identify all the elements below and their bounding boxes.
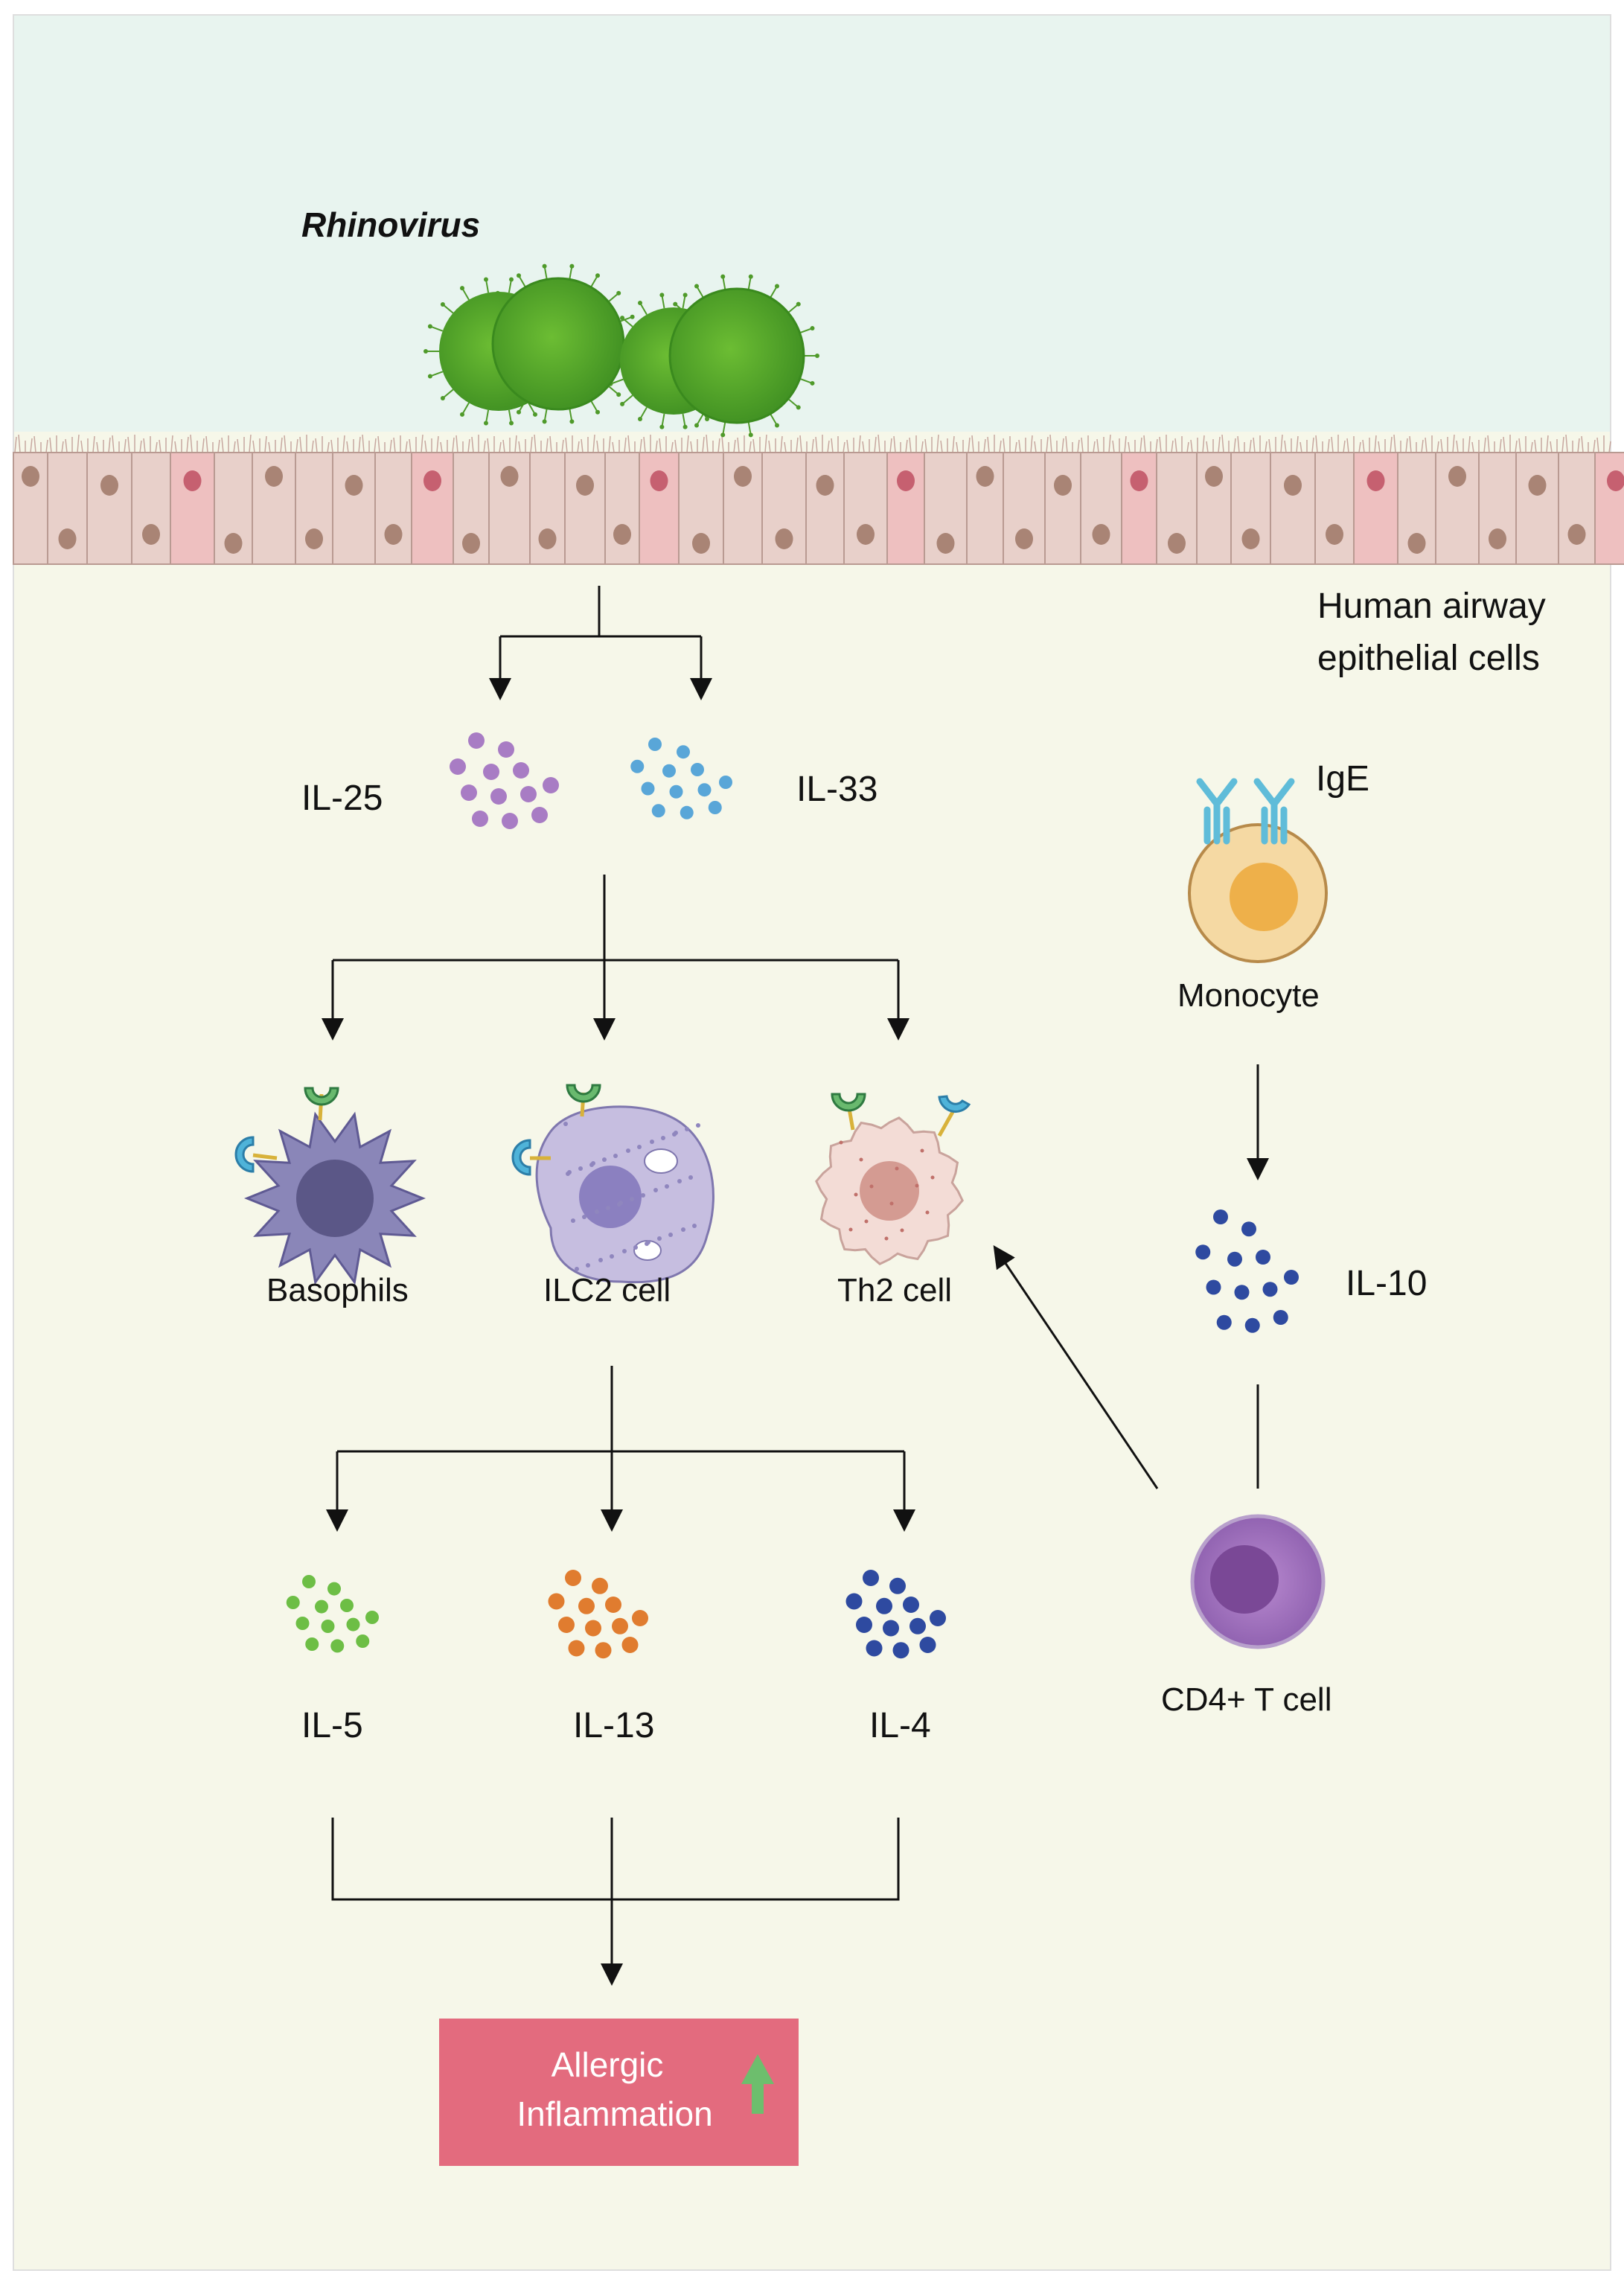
up-arrow-icon [741, 2054, 774, 2114]
flow-connectors [322, 586, 1269, 1986]
th2-icon [815, 1093, 971, 1265]
monocyte-label: Monocyte [1177, 977, 1320, 1014]
il4-particles [845, 1570, 946, 1659]
receptor-icon [831, 1093, 971, 1137]
allergic-inflammation-box: Allergic Inflammation [439, 2019, 799, 2166]
epithelial-layer [13, 434, 1624, 565]
epithelial-cells [13, 452, 1624, 565]
basophils-label: Basophils [266, 1272, 409, 1308]
virus-label: Rhinovirus [301, 205, 480, 244]
il4-label: IL-4 [869, 1706, 931, 1745]
tissue-background [13, 432, 1611, 2270]
ige-antibody-icon [1196, 778, 1295, 845]
epithelium-label-line1: Human airway [1317, 587, 1546, 626]
il13-label: IL-13 [573, 1706, 654, 1745]
outcome-line2: Inflammation [517, 2094, 712, 2133]
il33-particles [630, 738, 732, 819]
th2-label: Th2 cell [837, 1272, 952, 1308]
ige-label: IgE [1316, 759, 1369, 799]
receptor-icon [234, 1087, 339, 1173]
ilc2-label: ILC2 cell [543, 1272, 671, 1308]
outcome-line1: Allergic [552, 2045, 664, 2084]
il10-label: IL-10 [1346, 1264, 1427, 1303]
ilc2-icon [511, 1084, 715, 1284]
receptor-icon [511, 1084, 601, 1176]
il10-particles [1195, 1209, 1299, 1333]
figure-border [13, 14, 1611, 2271]
il5-label: IL-5 [301, 1706, 363, 1745]
il33-label: IL-33 [796, 770, 877, 809]
cd4-t-cell-icon [1190, 1514, 1326, 1649]
airway-lumen [13, 15, 1611, 432]
cilia [14, 434, 1611, 453]
il25-label: IL-25 [301, 779, 383, 818]
il25-particles [450, 732, 559, 829]
basophil-icon [234, 1087, 426, 1285]
cd4-label: CD4+ T cell [1161, 1681, 1332, 1718]
virus-icon [423, 263, 819, 438]
il5-particles [286, 1575, 379, 1653]
il13-particles [548, 1570, 648, 1659]
epithelium-label-line2: epithelial cells [1317, 639, 1540, 678]
monocyte-icon [1188, 778, 1328, 963]
